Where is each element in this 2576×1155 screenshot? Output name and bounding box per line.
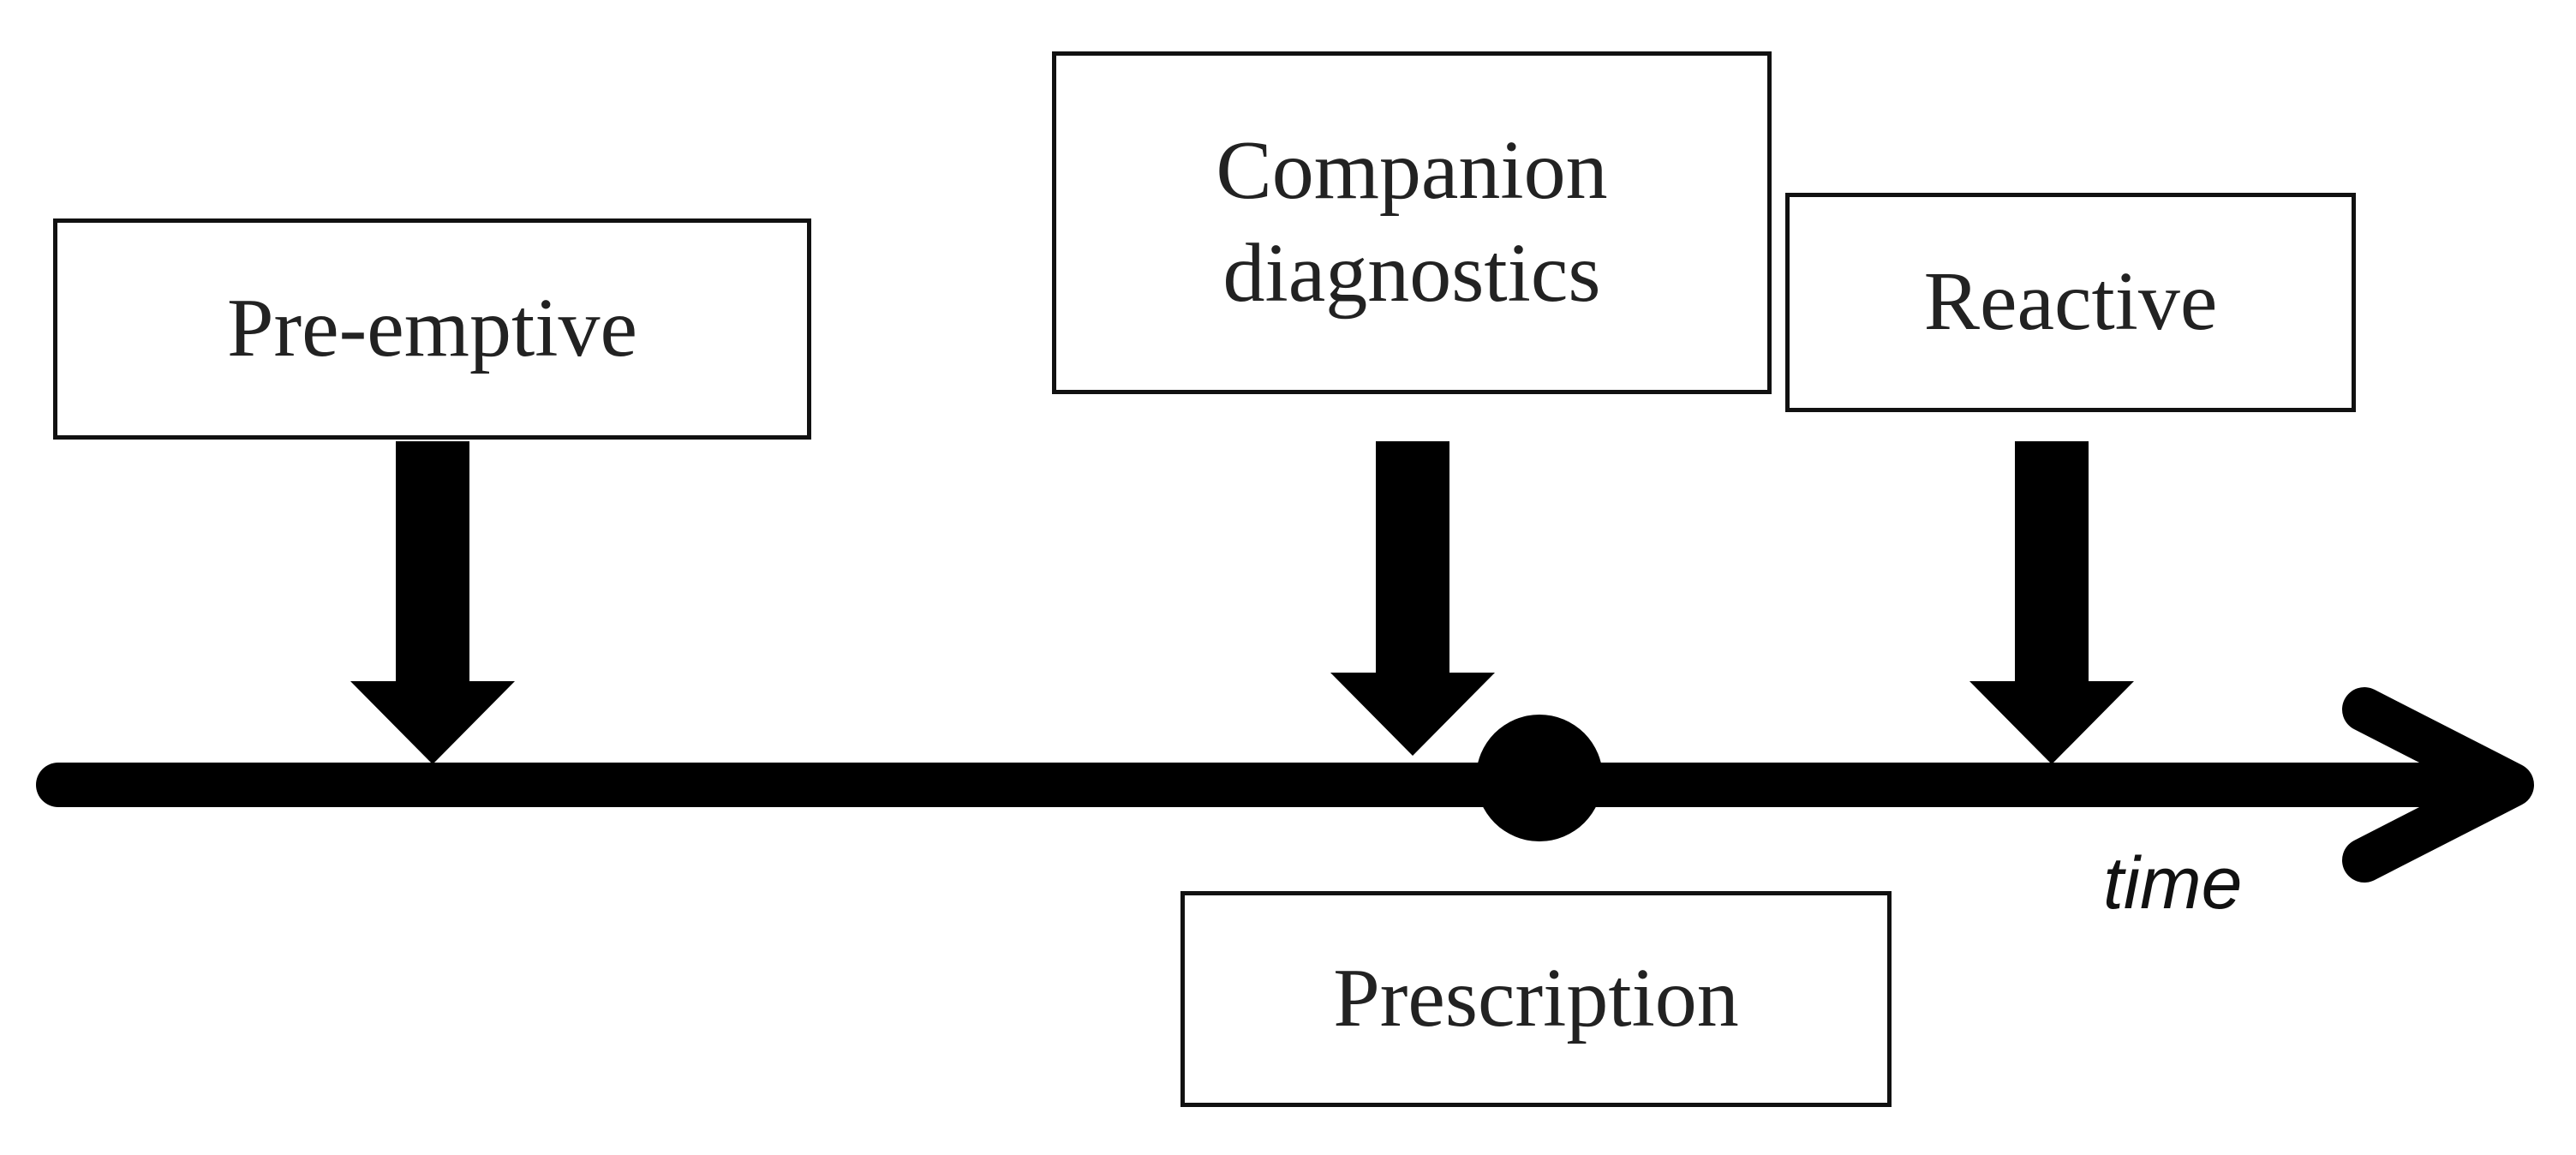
companion-diagnostics-box: Companion diagnostics xyxy=(1052,51,1772,394)
prescription-point xyxy=(1476,715,1603,841)
preemptive-arrow xyxy=(350,441,515,764)
reactive-label: Reactive xyxy=(1923,255,2218,349)
companion-label-line1: Companion xyxy=(1216,124,1608,218)
prescription-box: Prescription xyxy=(1180,891,1892,1107)
timeline-arrowhead xyxy=(2342,687,2534,883)
reactive-box: Reactive xyxy=(1785,193,2356,412)
prescription-label: Prescription xyxy=(1333,952,1739,1045)
companion-diagnostics-arrow xyxy=(1330,441,1495,756)
reactive-arrow xyxy=(1969,441,2134,764)
time-axis-label: time xyxy=(2103,842,2243,925)
preemptive-label: Pre-emptive xyxy=(227,282,637,375)
companion-label-line2: diagnostics xyxy=(1222,227,1601,320)
preemptive-box: Pre-emptive xyxy=(53,218,811,440)
